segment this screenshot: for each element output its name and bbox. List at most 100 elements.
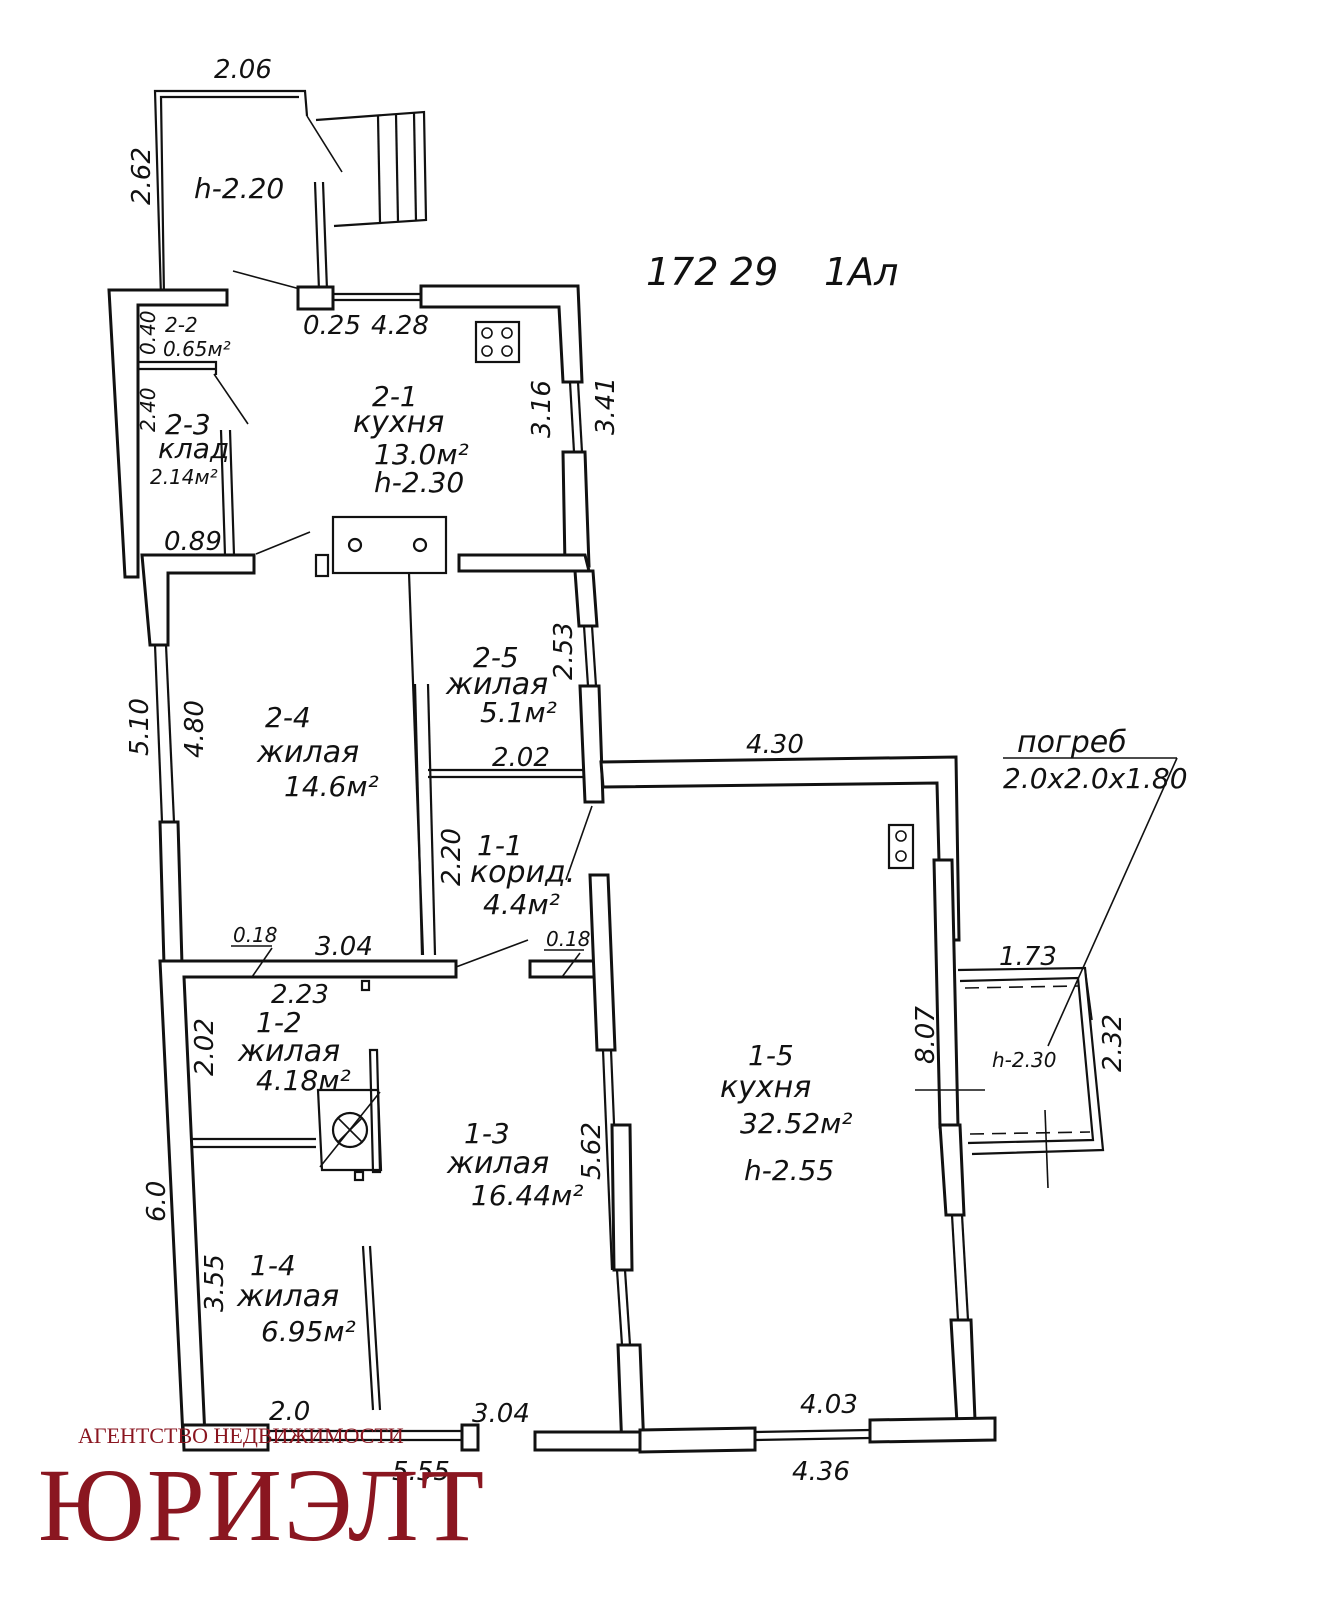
stove [331, 515, 448, 575]
svg-text:корид.: корид. [470, 855, 575, 890]
svg-text:2-5: 2-5 [473, 641, 519, 674]
stove-burner-icon [347, 537, 363, 553]
svg-text:13.0м²: 13.0м² [374, 438, 469, 471]
dim-4-36: 4.36 [792, 1457, 850, 1487]
header-code: 172 29 1Ал [646, 250, 898, 294]
room-2-4: 2-4 жилая 14.6м² [256, 701, 379, 803]
room-2-5: 2-5 жилая 5.1м² [445, 641, 557, 729]
upper-block-walls [107, 284, 591, 579]
dim-4-28: 4.28 [371, 311, 429, 341]
code-number-1: 172 [646, 250, 719, 294]
svg-text:1-2: 1-2 [256, 1006, 302, 1039]
dim-5-62: 5.62 [577, 1122, 607, 1180]
code-number-2: 29 [730, 250, 778, 294]
svg-text:2-2: 2-2 [165, 313, 198, 337]
svg-text:1-1: 1-1 [477, 829, 523, 862]
svg-text:4.18м²: 4.18м² [256, 1064, 351, 1097]
dim-4-30: 4.30 [746, 730, 804, 760]
svg-text:1-5: 1-5 [748, 1039, 794, 1072]
svg-text:h-2.30: h-2.30 [374, 466, 464, 499]
stairs [315, 110, 428, 228]
dim-2-40: 2.40 [136, 387, 160, 432]
dim-3-16: 3.16 [527, 380, 557, 438]
cooktop-icon [474, 320, 521, 364]
dim-2-53: 2.53 [549, 622, 579, 680]
dim-0-89: 0.89 [164, 527, 222, 557]
dim-4-03: 4.03 [800, 1390, 858, 1420]
dim-6-0: 6.0 [142, 1181, 172, 1222]
svg-text:2-1: 2-1 [372, 380, 418, 413]
svg-text:14.6м²: 14.6м² [284, 770, 379, 803]
heater [316, 1048, 383, 1182]
dim-0-18-a: 0.18 [233, 923, 278, 947]
dim-4-80: 4.80 [180, 700, 210, 758]
svg-text:2-3: 2-3 [165, 408, 211, 441]
brand-watermark: АГЕНТСТВО НЕДВИЖИМОСТИ ЮРИЭЛТ [38, 1423, 486, 1563]
svg-text:1-3: 1-3 [464, 1117, 510, 1150]
dim-3-41: 3.41 [591, 377, 621, 435]
svg-text:жилая: жилая [445, 667, 548, 702]
dim-0-18-b: 0.18 [546, 927, 591, 951]
room-2-2: 2-2 0.65м² [163, 313, 231, 361]
veranda-right-height: h-2.30 [992, 1048, 1056, 1072]
room-1-1: 1-1 корид. 4.4м² [470, 829, 575, 921]
lower-left-walls [158, 873, 646, 1452]
dimensions: 2.06 2.62 0.25 4.28 0.40 2.40 0.89 3.16 … [125, 55, 1128, 1487]
svg-text:4.4м²: 4.4м² [483, 888, 560, 921]
brand-subtitle: АГЕНТСТВО НЕДВИЖИМОСТИ [78, 1423, 404, 1448]
svg-text:кухня: кухня [720, 1070, 811, 1105]
svg-text:0.65м²: 0.65м² [163, 337, 231, 361]
middle-block-walls [140, 553, 605, 967]
room-1-4: 1-4 жилая 6.95м² [236, 1249, 356, 1348]
dim-2-02-a: 2.02 [492, 743, 550, 773]
stove-burner-icon [412, 537, 428, 553]
svg-text:32.52м²: 32.52м² [740, 1107, 853, 1140]
svg-text:6.95м²: 6.95м² [261, 1315, 356, 1348]
svg-text:2-4: 2-4 [265, 701, 311, 734]
dim-1-73: 1.73 [999, 942, 1057, 972]
room-1-2: 1-2 жилая 4.18м² [237, 1006, 351, 1097]
svg-text:жилая: жилая [236, 1279, 339, 1314]
svg-text:жилая: жилая [446, 1146, 549, 1181]
room-1-3: 1-3 жилая 16.44м² [446, 1117, 584, 1212]
dim-2-32: 2.32 [1098, 1014, 1128, 1072]
dim-2-02-b: 2.02 [190, 1018, 220, 1076]
dim-8-07: 8.07 [911, 1006, 941, 1064]
dim-3-04-b: 3.04 [472, 1399, 530, 1429]
dim-2-20: 2.20 [437, 828, 467, 886]
veranda-top-height: h-2.20 [194, 172, 284, 205]
code-number-3: 1Ал [824, 250, 898, 294]
svg-text:жилая: жилая [256, 735, 359, 770]
room-1-5: 1-5 кухня 32.52м² h-2.55 [720, 1039, 853, 1187]
svg-text:1-4: 1-4 [250, 1249, 296, 1282]
brand-name: ЮРИЭЛТ [38, 1448, 486, 1563]
dim-2-06: 2.06 [214, 55, 272, 85]
dim-2-62: 2.62 [127, 147, 157, 205]
cellar-leader [1003, 757, 1178, 1047]
dim-2-0: 2.0 [269, 1397, 310, 1427]
cellar-size: 2.0x2.0x1.80 [1003, 762, 1188, 795]
cooktop-icon [887, 823, 915, 870]
dim-3-55: 3.55 [200, 1254, 230, 1312]
svg-text:h-2.55: h-2.55 [744, 1154, 834, 1187]
cellar-name: погреб [1017, 725, 1127, 760]
dim-0-25: 0.25 [303, 311, 361, 341]
dim-2-23: 2.23 [271, 980, 329, 1010]
cellar-label: погреб 2.0x2.0x1.80 [1003, 725, 1188, 795]
svg-text:2.14м²: 2.14м² [150, 465, 218, 489]
svg-text:16.44м²: 16.44м² [471, 1179, 584, 1212]
dim-0-40: 0.40 [136, 310, 160, 355]
room-2-3: 2-3 клад 2.14м² [150, 408, 229, 489]
svg-text:клад: клад [158, 432, 229, 465]
dim-3-04-a: 3.04 [315, 932, 373, 962]
svg-text:5.1м²: 5.1м² [480, 696, 557, 729]
dim-5-10: 5.10 [125, 698, 155, 756]
dim-5-55: 5.55 [392, 1457, 450, 1487]
svg-text:кухня: кухня [353, 405, 444, 440]
kitchen-block-walls [599, 755, 997, 1454]
top-veranda [153, 89, 428, 298]
right-veranda [957, 966, 1105, 1189]
room-2-1: 2-1 кухня 13.0м² h-2.30 [353, 380, 469, 499]
svg-text:жилая: жилая [237, 1034, 340, 1069]
